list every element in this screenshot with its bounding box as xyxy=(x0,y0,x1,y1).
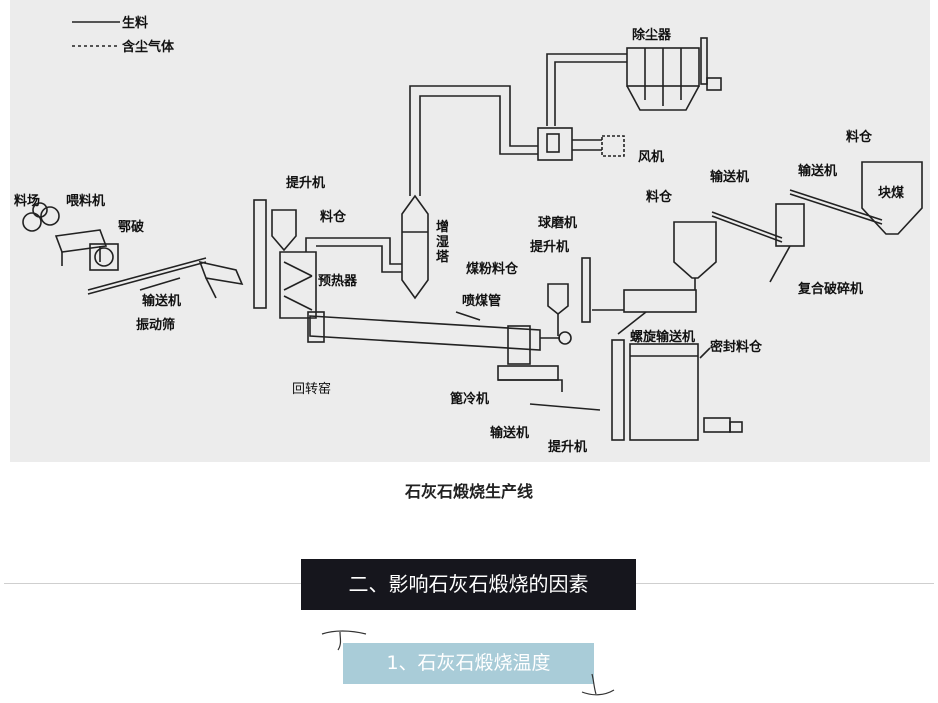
label-feeder: 喂料机 xyxy=(66,194,106,209)
vibrating-screen-body xyxy=(198,260,244,286)
label-coal-pipe: 喷煤管 xyxy=(462,294,502,309)
legend-label-raw-material: 生料 xyxy=(122,16,149,31)
humidifier-tower-shape xyxy=(401,194,429,300)
label-jaw-crusher: 鄂破 xyxy=(118,220,145,235)
lump-coal-hopper xyxy=(861,161,923,235)
label-preheater: 预热器 xyxy=(318,274,358,289)
label-silo-left: 料仓 xyxy=(320,210,347,225)
label-elevator-mid: 提升机 xyxy=(530,240,570,255)
flourish-top-left-icon xyxy=(321,630,367,651)
jaw-crusher-box xyxy=(89,243,119,271)
label-rotary-kiln: 回转窑 xyxy=(292,382,332,397)
sealed-silo xyxy=(629,343,699,441)
label-conveyor-bottom: 输送机 xyxy=(490,426,530,441)
section-heading: 二、影响石灰石煅烧的因素 xyxy=(301,559,636,610)
label-silo-mid: 料仓 xyxy=(646,190,673,205)
fan-box xyxy=(537,127,573,161)
label-vibrating-screen: 振动筛 xyxy=(136,318,176,333)
bucket-elevator-left xyxy=(253,199,267,309)
label-dust-collector: 除尘器 xyxy=(632,28,672,43)
truck-box xyxy=(703,417,731,433)
label-silo-top-right: 料仓 xyxy=(846,130,873,145)
process-diagram: 生料 含尘气体 除尘器 风机 料仓 输送机 输送机 块煤 提升机 料仓 增湿塔 … xyxy=(10,0,930,462)
sub-heading: 1、石灰石煅烧温度 xyxy=(343,643,594,684)
grate-cooler-inlet xyxy=(507,325,531,365)
label-conveyor-top2: 输送机 xyxy=(798,164,838,179)
rotary-kiln-body xyxy=(309,315,541,351)
diagram-drawing xyxy=(22,21,923,441)
bucket-elevator-bottom xyxy=(611,339,625,441)
label-humidifier-tower: 增湿塔 xyxy=(436,220,450,265)
label-elevator-bottom: 提升机 xyxy=(548,440,588,455)
flourish-bottom-right-icon xyxy=(581,673,615,696)
bucket-elevator-mid xyxy=(581,257,591,323)
feeder-body xyxy=(54,229,108,253)
compound-crusher-body xyxy=(775,203,805,247)
label-screw-conveyor: 螺旋输送机 xyxy=(630,330,696,345)
label-compound-crusher: 复合破碎机 xyxy=(798,282,864,297)
label-stockyard: 料场 xyxy=(14,194,41,209)
dust-collector-hopper xyxy=(626,85,700,111)
legend-label-dust-gas: 含尘气体 xyxy=(122,40,175,55)
ball-mill-drum xyxy=(623,289,697,313)
preheater-body xyxy=(279,251,317,319)
label-coal-bin: 煤粉料仓 xyxy=(466,262,519,277)
coal-bin xyxy=(547,283,569,316)
label-elevator-left: 提升机 xyxy=(286,176,326,191)
silo-mid xyxy=(673,221,717,279)
belt-conveyor-left xyxy=(87,257,207,291)
label-conveyor-left: 输送机 xyxy=(142,294,182,309)
label-lump-coal: 块煤 xyxy=(878,186,905,201)
fan-motor xyxy=(601,135,625,157)
label-fan: 风机 xyxy=(638,150,665,165)
label-ball-mill: 球磨机 xyxy=(538,216,578,231)
label-sealed-silo: 密封料仓 xyxy=(710,340,763,355)
label-conveyor-top: 输送机 xyxy=(710,170,750,185)
figure-caption: 石灰石煅烧生产线 xyxy=(404,482,533,501)
label-grate-cooler: 篦冷机 xyxy=(450,392,490,407)
chimney xyxy=(700,37,708,85)
